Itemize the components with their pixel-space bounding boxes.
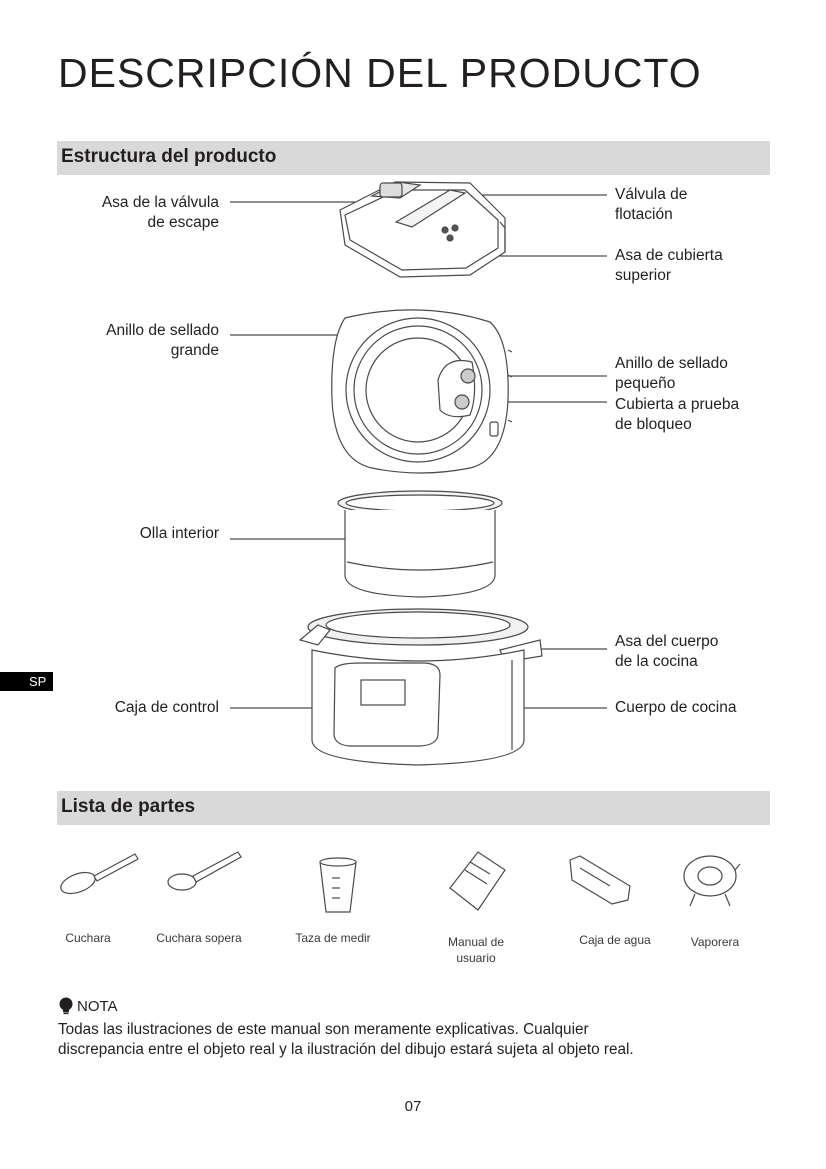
note-heading: NOTA [58,997,118,1015]
callout-control-box: Caja de control [114,699,219,716]
note-text: Todas las ilustraciones de este manual s… [58,1021,634,1058]
callout-inner-pot: Olla interior [139,525,219,542]
user-manual-icon [449,851,506,911]
steamer-rack-icon [683,855,741,907]
measuring-cup-icon [319,857,357,913]
lightbulb-icon [59,997,73,1015]
parts-icons [60,851,741,913]
callout-anti-block-cover: Cubierta a prueba de bloqueo [615,396,740,433]
section-title: Estructura del producto [61,146,277,167]
soup-ladle-icon [167,851,242,891]
rice-spoon-icon [60,853,139,895]
callout-cooker-body: Cuerpo de cocina [615,699,737,716]
section-header-structure: Estructura del producto [57,141,770,175]
part-user-manual-label: Manual de usuario [447,935,505,965]
product-structure-diagram [230,181,607,766]
language-tab: SP [0,672,53,691]
callout-float-valve: Válvula de flotación [615,186,688,223]
inner-pot-illustration [337,490,503,598]
water-box-icon [569,855,631,905]
callout-small-sealing-ring: Anillo de sellado pequeño [615,355,728,392]
lid-illustration [339,181,506,278]
section-title: Lista de partes [61,796,196,817]
part-steamer-rack-label: Vaporera [690,935,740,949]
lid-underside-illustration [331,309,513,474]
part-measuring-cup-label: Taza de medir [295,931,371,945]
section-header-parts: Lista de partes [57,791,770,825]
cooker-body-illustration [298,608,543,766]
callout-exhaust-valve-handle: Asa de la válvula de escape [101,194,219,231]
page-title: DESCRIPCIÓN DEL PRODUCTO [58,50,702,96]
page-number: 07 [404,1098,422,1115]
part-rice-spoon-label: Cuchara [65,931,111,945]
part-water-box-label: Caja de agua [579,933,651,947]
part-soup-ladle-label: Cuchara sopera [156,931,242,945]
callout-body-handle: Asa del cuerpo de la cocina [615,633,719,670]
callout-top-cover-handle: Asa de cubierta superior [615,247,723,284]
callout-large-sealing-ring: Anillo de sellado grande [106,322,219,359]
